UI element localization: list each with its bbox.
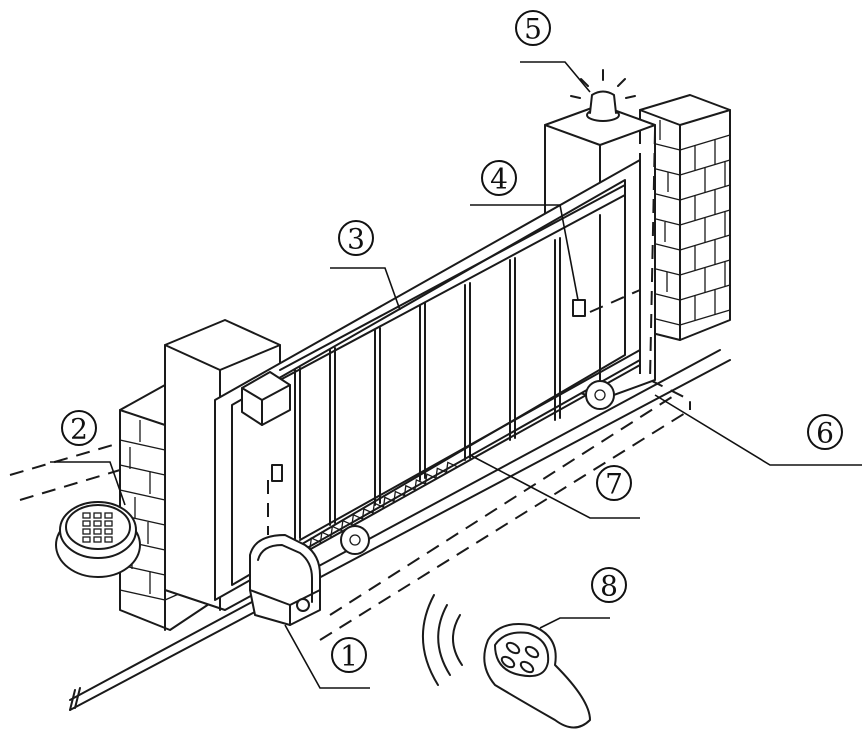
photocell-left [241,371,291,535]
callout-2-label: 2 [70,413,88,446]
right-brick-wall [639,94,731,341]
keypad-device [55,501,141,578]
callout-1: 1 [331,637,367,673]
callout-6-label: 6 [816,417,834,450]
sliding-gate [214,159,641,601]
callout-6: 6 [807,414,843,450]
gate-motor [249,534,321,626]
flash-lamp [570,69,636,122]
photocell-right [572,289,641,317]
callout-5-label: 5 [524,13,542,46]
callout-4-label: 4 [490,163,508,196]
callout-8: 8 [591,567,627,603]
leader-lines [50,61,862,689]
callout-2: 2 [61,410,97,446]
callout-8-label: 8 [600,570,618,603]
callout-1-label: 1 [340,640,358,673]
callout-7-label: 7 [605,468,623,501]
callout-3: 3 [338,220,374,256]
callout-5: 5 [515,10,551,46]
callout-7: 7 [596,465,632,501]
remote-control [422,594,591,729]
callout-4: 4 [481,160,517,196]
callout-3-label: 3 [347,223,365,256]
ground-lines [9,349,731,711]
